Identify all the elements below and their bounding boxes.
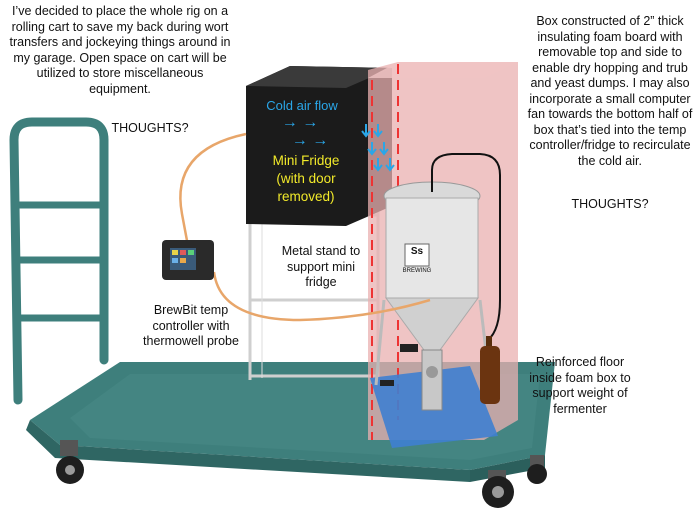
conical-fermenter	[374, 153, 501, 411]
cart-note: I’ve decided to place the whole rig on a…	[9, 4, 231, 96]
controller-note: BrewBit temp controller with thermowell …	[143, 303, 239, 348]
floor-note: Reinforced floor inside foam box to supp…	[529, 355, 631, 416]
mini-fridge-label-line2: (with door	[276, 171, 336, 186]
mini-fridge-label-line3: removed)	[277, 189, 335, 204]
down-arrows-icon	[361, 124, 395, 172]
stand-note: Metal stand to support mini fridge	[281, 244, 361, 289]
right-arrows-icon-2: → →	[291, 132, 329, 149]
thoughts-right: THOUGHTS?	[571, 197, 649, 211]
metal-stand	[248, 210, 380, 382]
cable	[179, 132, 431, 322]
fermenter-brand: BREWING	[402, 268, 432, 274]
amber-bottle	[480, 336, 500, 404]
right-arrows-icon: → →	[281, 114, 319, 131]
thoughts-left: THOUGHTS?	[111, 121, 189, 135]
mini-fridge	[246, 66, 392, 226]
cold-air-flow-label: Cold air flow	[266, 98, 338, 113]
mini-fridge-label-line1: Mini Fridge	[272, 153, 340, 168]
cart-wheels	[56, 440, 547, 508]
fermenter-badge: Ss	[410, 246, 424, 257]
temp-controller	[162, 240, 214, 280]
foam-box-note: Box constructed of 2” thick insulating f…	[527, 14, 693, 168]
cart-handle	[9, 117, 109, 405]
